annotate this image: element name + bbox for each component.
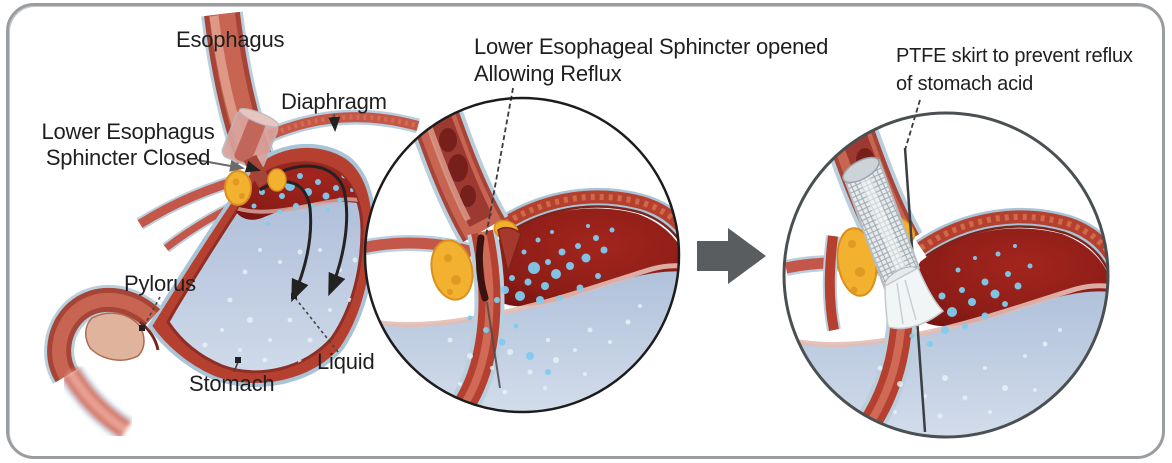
acid-region <box>912 228 1108 327</box>
pylorus-label-text: Pylorus <box>124 271 196 296</box>
leader-line-device <box>904 99 921 151</box>
reflux-foam-edge <box>365 263 679 328</box>
sphincter-closed-line1: Lower Esophagus <box>41 119 215 144</box>
open-sphincter-channel <box>475 234 489 302</box>
sphincter-fold <box>497 226 522 275</box>
reflux-liquid <box>365 265 679 412</box>
pylorus-label: Pylorus <box>124 271 196 297</box>
stomach-body <box>147 143 377 387</box>
reflux-caption-line2: Allowing Reflux <box>474 61 622 86</box>
reflux-bubbles <box>467 224 615 375</box>
stomach-dome-wall <box>915 207 1108 414</box>
duodenum-interior <box>85 312 145 361</box>
stomach-label-text: Stomach <box>189 371 275 396</box>
magnified-reflux-view <box>363 87 681 414</box>
device-caption-line2: of stomach acid <box>896 73 1034 95</box>
liquid-label-text: Liquid <box>317 349 375 374</box>
esophagus-label-text: Esophagus <box>176 27 285 52</box>
leader-lines-left <box>139 113 341 373</box>
liquid-label: Liquid <box>317 349 375 375</box>
device-caption-line1: PTFE skirt to prevent reflux <box>896 45 1133 67</box>
stomach-label: Stomach <box>189 371 275 397</box>
pylorus-duodenum <box>44 285 163 441</box>
acid-liquid-boundary <box>227 197 362 214</box>
magnifier-circle-outline <box>782 111 1110 439</box>
device-caption: PTFE skirt to prevent reflux of stomach … <box>896 42 1133 98</box>
esophagus-cut-collar <box>221 108 280 171</box>
diaphragm-label: Diaphragm <box>281 89 401 115</box>
ptfe-skirt-device <box>842 156 945 330</box>
cardia-wall-column <box>449 228 505 412</box>
transition-arrow-icon <box>697 228 766 284</box>
sphincter-closed-line2: Sphincter Closed <box>45 145 211 170</box>
magnifier-circle-outline <box>363 96 681 414</box>
sphincter-closed-label: Lower Esophagus Sphincter Closed <box>28 119 228 171</box>
probe-line <box>486 301 501 389</box>
liquid-bubbles <box>877 328 1062 419</box>
reflux-caption: Lower Esophageal Sphincter opened Allowi… <box>474 33 828 87</box>
diaphragm-label-text: Diaphragm <box>281 89 387 114</box>
liquid-bubbles <box>447 304 642 395</box>
ptfe-skirt-flare <box>884 266 945 330</box>
magnified-device-view <box>782 99 1110 439</box>
esophagus-label: Esophagus <box>176 27 296 53</box>
leader-line-reflux <box>485 87 514 237</box>
stomach-dome-wall <box>492 187 679 394</box>
reflux-caption-line1: Lower Esophageal Sphincter opened <box>474 34 829 59</box>
esophagus-tube <box>201 11 280 188</box>
